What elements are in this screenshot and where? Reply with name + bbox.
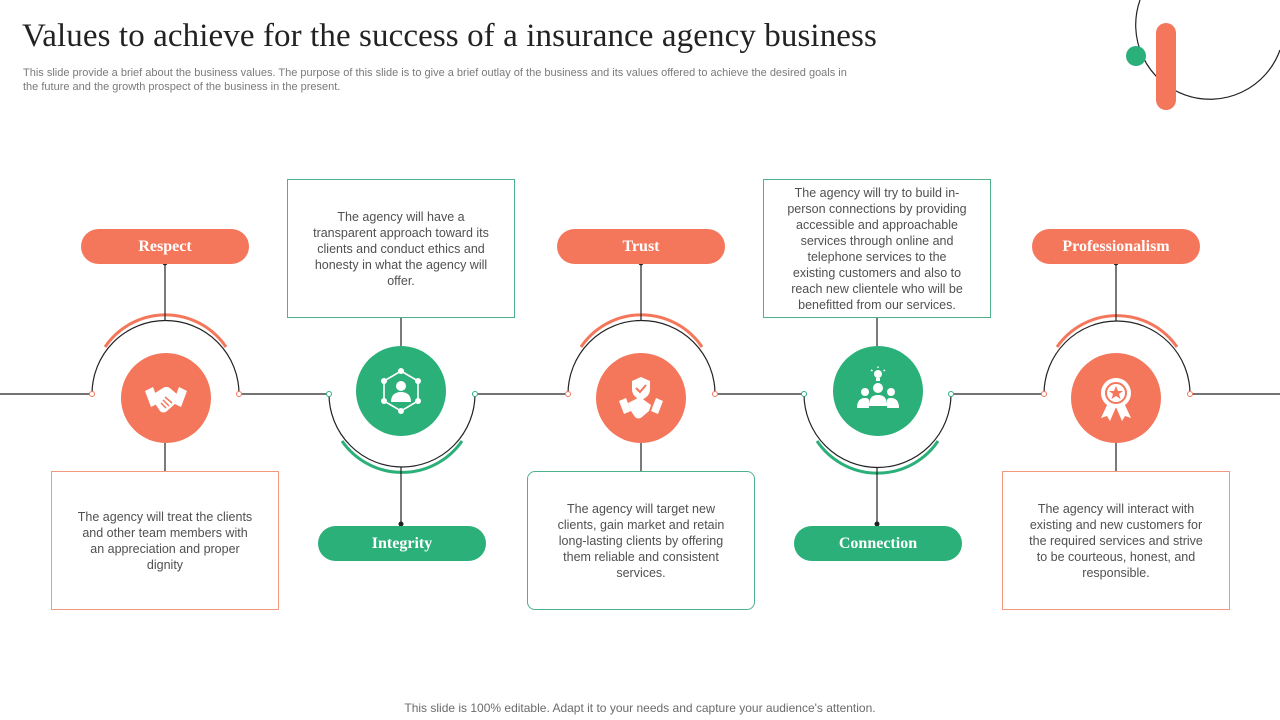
footer-note: This slide is 100% editable. Adapt it to… (404, 701, 876, 715)
value-description-integrity: The agency will have a transparent appro… (287, 179, 515, 318)
value-label-professionalism: Professionalism (1032, 229, 1200, 264)
shield-handshake-icon (619, 377, 663, 419)
value-icon-respect (121, 353, 211, 443)
value-icon-trust (596, 353, 686, 443)
value-description-respect: The agency will treat the clients and ot… (51, 471, 279, 610)
handshake-icon (145, 386, 187, 413)
value-label-trust: Trust (557, 229, 725, 264)
value-icon-connection (833, 346, 923, 436)
team-idea-icon (857, 366, 899, 408)
value-icon-professionalism (1071, 353, 1161, 443)
value-label-respect: Respect (81, 229, 249, 264)
award-badge-icon (1101, 378, 1131, 421)
value-icon-integrity (356, 346, 446, 436)
value-description-trust: The agency will target new clients, gain… (527, 471, 755, 610)
value-description-professionalism: The agency will interact with existing a… (1002, 471, 1230, 610)
network-person-icon (381, 368, 421, 414)
decorative-arc (1135, 0, 1280, 100)
value-label-connection: Connection (794, 526, 962, 561)
page-title: Values to achieve for the success of a i… (22, 18, 877, 54)
value-label-integrity: Integrity (318, 526, 486, 561)
decorative-dot (1126, 46, 1146, 66)
page-subtitle: This slide provide a brief about the bus… (23, 67, 847, 93)
value-description-connection: The agency will try to build in-person c… (763, 179, 991, 318)
